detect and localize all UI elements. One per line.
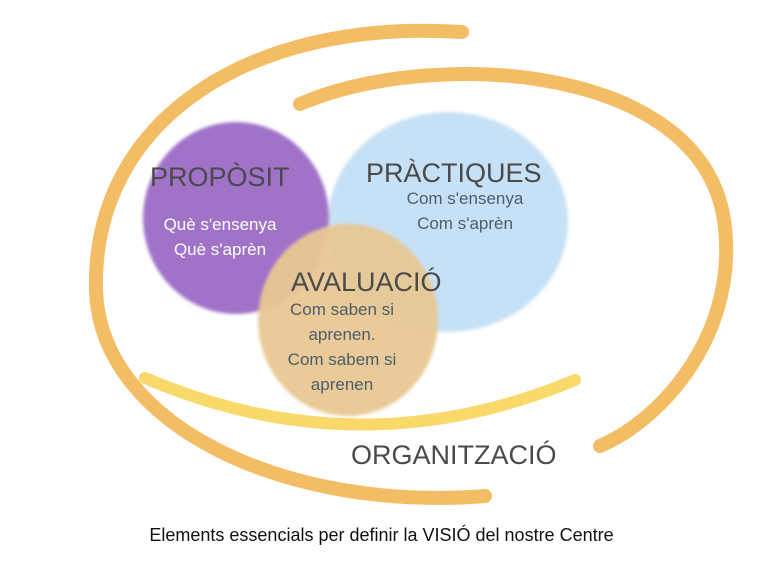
practiques-title: PRÀCTIQUES	[366, 158, 542, 188]
practiques-line: Com s'aprèn	[417, 214, 513, 233]
proposit-line: Què s'ensenya	[163, 215, 277, 234]
yellow-arc	[139, 372, 581, 431]
organitzacio-title: ORGANITZACIÓ	[351, 440, 557, 470]
proposit-description: Què s'ensenya Què s'aprèn	[158, 212, 282, 262]
outer-swirl-arc	[88, 23, 492, 505]
avaluacio-description: Com saben si aprenen. Com sabem si apren…	[280, 297, 404, 397]
avaluacio-line: Com saben si	[290, 300, 394, 319]
avaluacio-circle	[258, 224, 438, 416]
avaluacio-line: aprenen	[310, 375, 374, 394]
avaluacio-line: Com sabem si	[287, 350, 397, 369]
proposit-line: Què s'aprèn	[173, 240, 267, 259]
avaluacio-title: AVALUACIÓ	[291, 267, 442, 297]
avaluacio-line: aprenen.	[308, 325, 376, 344]
proposit-title: PROPÒSIT	[150, 162, 290, 192]
caption: Elements essencials per definir la VISIÓ…	[149, 525, 614, 545]
practiques-description: Com s'ensenya Com s'aprèn	[400, 186, 530, 236]
inner-swirl-arc	[293, 67, 734, 453]
practiques-line: Com s'ensenya	[406, 189, 524, 208]
